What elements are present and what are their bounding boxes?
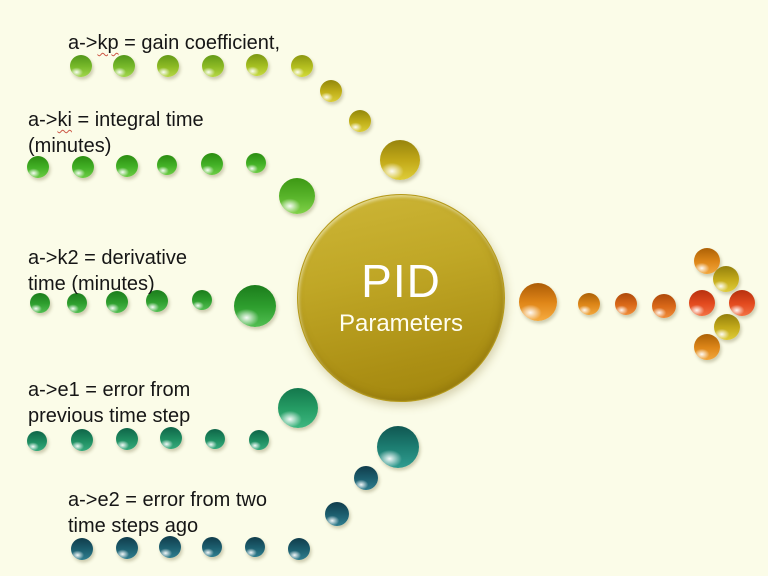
ki-chain-bead [157, 155, 177, 175]
e1-chain-bead [205, 429, 225, 449]
param-label-k2-line2: time (minutes) [28, 273, 155, 295]
k2-chain-bead [192, 290, 212, 310]
param-label-kp-line1: a->kp = gain coefficient, [68, 32, 280, 54]
misspelled-term: ki [57, 109, 72, 131]
kp-chain-bead [70, 55, 92, 77]
param-label-e2-line1: a->e2 = error from two [68, 489, 267, 511]
output-arrow-bead [713, 266, 739, 292]
misspelled-term: kp [97, 32, 119, 54]
ki-chain-bead [27, 156, 49, 178]
e2-chain-bead [159, 536, 181, 558]
kp-chain-bead [157, 55, 179, 77]
k2-chain-bead [106, 291, 128, 313]
param-label-e2: a->e2 = error from two time steps ago [68, 487, 267, 539]
output-arrow-bead [694, 334, 720, 360]
e1-chain-bead [116, 428, 138, 450]
e2-chain-bead [325, 502, 349, 526]
k2-chain-bead [67, 293, 87, 313]
output-arrow-bead [652, 294, 676, 318]
ki-chain-bead [116, 155, 138, 177]
e1-chain-bead [160, 427, 182, 449]
kp-chain-bead [291, 55, 313, 77]
output-arrow-bead [519, 283, 557, 321]
param-label-e1-line1: a->e1 = error from [28, 379, 191, 401]
kp-chain-bead [246, 54, 268, 76]
output-arrow-bead [714, 314, 740, 340]
output-arrow-bead [615, 293, 637, 315]
param-label-e1: a->e1 = error from previous time step [28, 377, 190, 429]
e2-chain-bead [245, 537, 265, 557]
param-label-k2-line1: a->k2 = derivative [28, 247, 187, 269]
k2-chain-bead [30, 293, 50, 313]
kp-chain-bead [202, 55, 224, 77]
e1-chain-bead [249, 430, 269, 450]
e1-chain-bead [27, 431, 47, 451]
e1-chain-bead [278, 388, 318, 428]
output-arrow-bead [689, 290, 715, 316]
e2-chain-bead [71, 538, 93, 560]
ki-chain-bead [201, 153, 223, 175]
center-circle: PID Parameters [297, 194, 505, 402]
e2-chain-bead [202, 537, 222, 557]
param-label-kp: a->kp = gain coefficient, [68, 30, 280, 56]
e2-chain-bead [288, 538, 310, 560]
param-label-e2-line2: time steps ago [68, 515, 199, 537]
ki-chain-bead [72, 156, 94, 178]
output-arrow-bead [578, 293, 600, 315]
e1-chain-bead [71, 429, 93, 451]
ki-chain-bead [246, 153, 266, 173]
e2-chain-bead [377, 426, 419, 468]
center-subtitle: Parameters [338, 309, 464, 337]
param-label-ki: a->ki = integral time (minutes) [28, 107, 204, 159]
k2-chain-bead [146, 290, 168, 312]
e2-chain-bead [354, 466, 378, 490]
k2-chain-bead [234, 285, 276, 327]
kp-chain-bead [380, 140, 420, 180]
kp-chain-bead [320, 80, 342, 102]
ki-chain-bead [279, 178, 315, 214]
param-label-e1-line2: previous time step [28, 405, 191, 427]
e2-chain-bead [116, 537, 138, 559]
param-label-k2: a->k2 = derivative time (minutes) [28, 245, 187, 297]
center-title: PID [361, 255, 441, 308]
kp-chain-bead [113, 55, 135, 77]
output-arrow-bead [729, 290, 755, 316]
param-label-ki-line2: (minutes) [28, 135, 112, 157]
kp-chain-bead [349, 110, 371, 132]
param-label-ki-line1: a->ki = integral time [28, 109, 204, 131]
